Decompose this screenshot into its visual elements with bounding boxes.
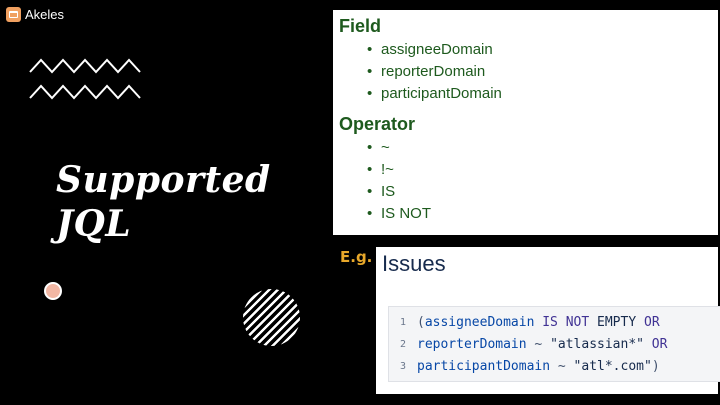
code-token: ): [651, 358, 660, 374]
issues-heading: Issues: [382, 251, 446, 276]
code-token: ~: [550, 358, 574, 374]
operator-item: ~: [367, 137, 712, 159]
slide-title-line-2: JQL: [56, 203, 132, 245]
operator-item: IS: [367, 181, 712, 203]
code-token: assigneeDomain: [424, 314, 535, 330]
code-line: 1 ( assigneeDomain IS NOT EMPTY OR: [389, 311, 720, 333]
code-token: "atlassian*": [550, 336, 644, 352]
code-token: IS NOT: [534, 314, 598, 330]
brand-name: Akeles: [25, 7, 65, 22]
operator-list: ~ !~ IS IS NOT: [339, 137, 712, 225]
example-label: E.g.: [340, 248, 373, 266]
line-number: 3: [399, 360, 407, 372]
code-token: (: [417, 314, 425, 330]
code-token: reporterDomain: [417, 336, 527, 352]
code-token: ~: [526, 336, 551, 352]
code-line: 2 reporterDomain ~ "atlassian*" OR: [389, 333, 720, 355]
jql-code-editor[interactable]: 1 ( assigneeDomain IS NOT EMPTY OR 2 rep…: [388, 306, 720, 382]
code-line: 3 participantDomain ~ "atl*.com" ): [389, 355, 720, 377]
issues-example-panel: Issues 1 ( assigneeDomain IS NOT EMPTY O…: [376, 247, 720, 394]
operator-heading: Operator: [339, 114, 416, 134]
brand-logo: Akeles: [6, 7, 64, 22]
briefcase-icon: [6, 7, 21, 22]
code-token: OR: [643, 336, 668, 352]
operator-item: !~: [367, 159, 712, 181]
operator-item: IS NOT: [367, 203, 712, 225]
slide-title: Supported JQL: [56, 158, 271, 246]
code-token: "atl*.com": [573, 358, 652, 374]
hatched-circle-decoration: [243, 289, 300, 346]
field-item: participantDomain: [367, 83, 712, 105]
zigzag-decoration: [29, 58, 141, 100]
code-token: EMPTY: [597, 314, 637, 330]
slide-title-line-1: Supported: [56, 159, 271, 201]
line-number: 1: [399, 316, 407, 328]
code-token: participantDomain: [417, 358, 551, 374]
field-heading: Field: [339, 16, 382, 36]
field-item: assigneeDomain: [367, 39, 712, 61]
field-item: reporterDomain: [367, 61, 712, 83]
peach-dot-decoration: [44, 282, 62, 300]
line-number: 2: [399, 338, 407, 350]
field-operator-panel: Field assigneeDomain reporterDomain part…: [333, 10, 718, 235]
field-list: assigneeDomain reporterDomain participan…: [339, 39, 712, 105]
code-token: OR: [636, 314, 660, 330]
